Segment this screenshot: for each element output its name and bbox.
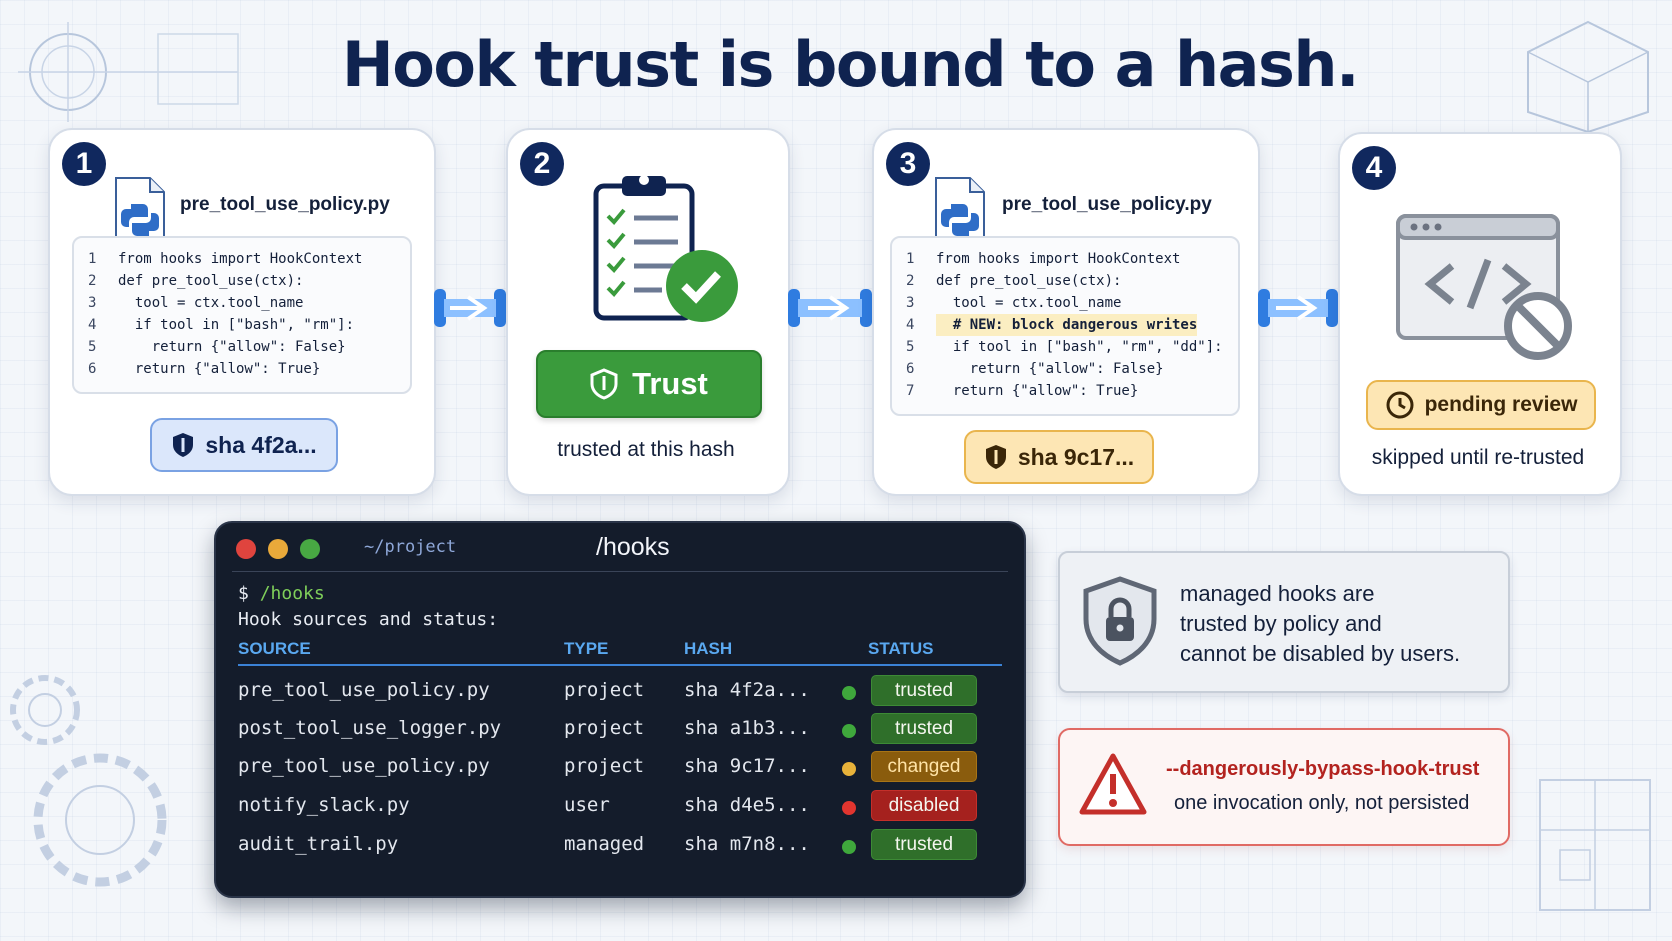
flow-arrow-icon (788, 289, 872, 327)
clock-icon (1386, 391, 1414, 419)
file-name: pre_tool_use_policy.py (1002, 194, 1212, 215)
terminal-prompt: $ /hooks (238, 583, 325, 604)
status-badge: trusted (871, 675, 977, 706)
clipboard-check-icon (593, 175, 738, 322)
code-line: 4 if tool in ["bash", "rm"]: (88, 317, 355, 333)
shield-icon (173, 433, 194, 457)
column-header-hash: HASH (684, 639, 733, 658)
step-2-card: 2 Trust trusted at this hash (506, 128, 790, 496)
bypass-flag: --dangerously-bypass-hook-trust (1166, 758, 1480, 780)
blueprint-compass-decoration (18, 22, 239, 122)
table-row: pre_tool_use_policy.py project sha 9c17.… (216, 749, 1024, 783)
page-title: Hook trust is bound to a hash. (341, 28, 1360, 101)
close-window-button[interactable] (236, 539, 256, 559)
status-badge: disabled (871, 790, 977, 821)
code-line: 5 return {"allow": False} (88, 339, 346, 355)
trust-button[interactable]: Trust (536, 350, 762, 418)
code-line: 6 return {"allow": False} (906, 361, 1164, 377)
status-dot-amber (842, 762, 856, 776)
shield-check-icon (590, 368, 618, 400)
flow-arrow-icon (434, 289, 506, 327)
shield-lock-icon (1083, 576, 1157, 666)
bypass-warning-note: --dangerously-bypass-hook-trust one invo… (1058, 728, 1510, 846)
status-badge: trusted (871, 829, 977, 860)
flow-arrow-icon (1258, 289, 1338, 327)
table-row: audit_trail.py managed sha m7n8... trust… (216, 827, 1024, 861)
step-number-badge: 2 (520, 142, 564, 186)
blueprint-circuit-decoration (1539, 779, 1651, 911)
status-badge: changed (871, 751, 977, 782)
step-caption: skipped until re-trusted (1371, 446, 1585, 469)
blueprint-gears-decoration (10, 675, 167, 887)
step-number-badge: 3 (886, 142, 930, 186)
status-dot-green (842, 840, 856, 854)
code-line-highlighted: 4 # NEW: block dangerous writes (892, 314, 1238, 336)
code-line: 7 return {"allow": True} (906, 383, 1139, 399)
shield-icon (985, 445, 1006, 469)
column-header-status: STATUS (868, 639, 934, 658)
status-dot-green (842, 686, 856, 700)
managed-hooks-note: managed hooks are trusted by policy and … (1058, 551, 1510, 693)
minimize-window-button[interactable] (268, 539, 288, 559)
code-line: 3 tool = ctx.tool_name (906, 295, 1122, 311)
file-name: pre_tool_use_policy.py (180, 194, 390, 215)
code-line: 5 if tool in ["bash", "rm", "dd"]: (906, 339, 1223, 355)
managed-note-line: managed hooks are (1180, 581, 1375, 606)
status-dot-red (842, 801, 856, 815)
status-dot-green (842, 724, 856, 738)
table-row: notify_slack.py user sha d4e5... disable… (216, 788, 1024, 822)
hash-badge: sha 4f2a... (150, 418, 338, 472)
warning-triangle-icon (1079, 753, 1147, 815)
hash-badge-changed: sha 9c17... (964, 430, 1154, 484)
divider (232, 571, 1008, 572)
terminal-path: ~/project (364, 537, 457, 557)
table-row: pre_tool_use_policy.py project sha 4f2a.… (216, 673, 1024, 707)
table-row: post_tool_use_logger.py project sha a1b3… (216, 711, 1024, 745)
python-file-icon (935, 177, 985, 243)
managed-note-line: cannot be disabled by users. (1180, 641, 1461, 666)
column-header-type: TYPE (564, 639, 609, 658)
managed-note-line: trusted by policy and (1180, 611, 1382, 636)
column-header-source: SOURCE (238, 639, 311, 658)
step-number-badge: 1 (62, 142, 106, 186)
terminal-title: /hooks (596, 533, 670, 561)
bypass-description: one invocation only, not persisted (1174, 792, 1470, 814)
status-badge: trusted (871, 713, 977, 744)
step-number-badge: 4 (1352, 146, 1396, 190)
hooks-terminal-window: ~/project /hooks $ /hooks Hook sources a… (214, 521, 1026, 898)
code-line: 6 return {"allow": True} (88, 361, 321, 377)
python-file-icon (115, 177, 165, 243)
code-line: 3 tool = ctx.tool_name (88, 295, 304, 311)
step-caption: trusted at this hash (557, 438, 735, 461)
code-window-blocked-icon (1396, 214, 1572, 360)
terminal-output-heading: Hook sources and status: (238, 609, 499, 630)
divider (238, 664, 1002, 666)
pending-review-badge: pending review (1366, 380, 1596, 430)
maximize-window-button[interactable] (300, 539, 320, 559)
step-4-card: 4 pending review skipped until re-truste… (1338, 132, 1622, 496)
